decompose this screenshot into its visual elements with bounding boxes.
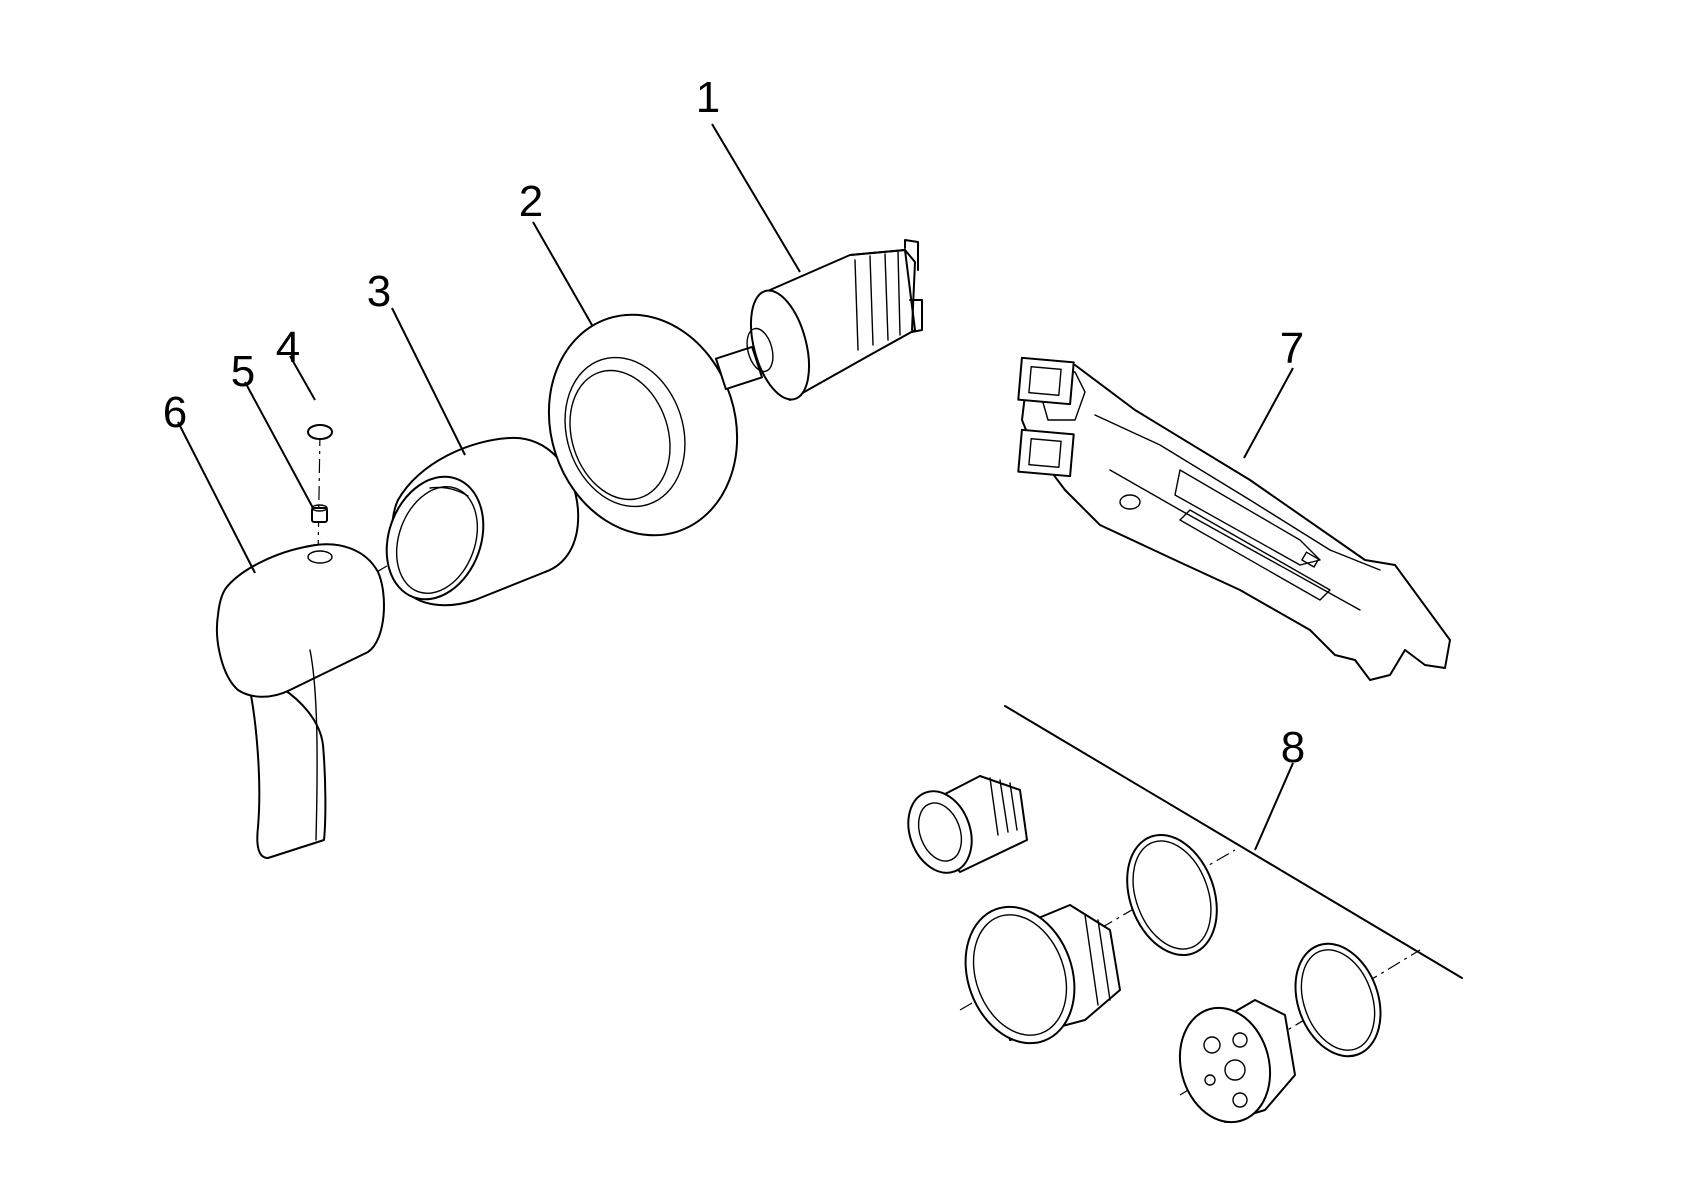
callout-1: 1 bbox=[696, 73, 720, 122]
part-4-cap bbox=[307, 424, 333, 440]
callout-2: 2 bbox=[519, 177, 543, 226]
part-8-housing-ring bbox=[964, 904, 1121, 1045]
part-8-group-divider bbox=[1004, 705, 1463, 979]
part-8-o-ring-small bbox=[1294, 942, 1382, 1058]
part-6-lever-handle bbox=[216, 543, 385, 859]
part-8-o-ring-large bbox=[1126, 833, 1218, 957]
part-7-assembly-wrench bbox=[1017, 356, 1451, 681]
part-2-rosette bbox=[547, 313, 739, 537]
part-5-screw bbox=[311, 504, 328, 523]
part-8-flow-disc bbox=[1178, 999, 1296, 1124]
callout-5: 5 bbox=[231, 347, 255, 396]
callout-3: 3 bbox=[367, 267, 391, 316]
callout-7: 7 bbox=[1280, 324, 1304, 373]
callout-8: 8 bbox=[1281, 723, 1305, 772]
callout-4: 4 bbox=[276, 323, 300, 372]
part-8-threaded-adapter bbox=[907, 775, 1028, 874]
leader-lines bbox=[177, 123, 1294, 851]
callout-6: 6 bbox=[163, 388, 187, 437]
part-1-cartridge bbox=[714, 239, 923, 401]
callout-labels: 1 2 3 4 5 6 7 8 bbox=[163, 73, 1305, 772]
part-3-sleeve bbox=[385, 436, 580, 607]
